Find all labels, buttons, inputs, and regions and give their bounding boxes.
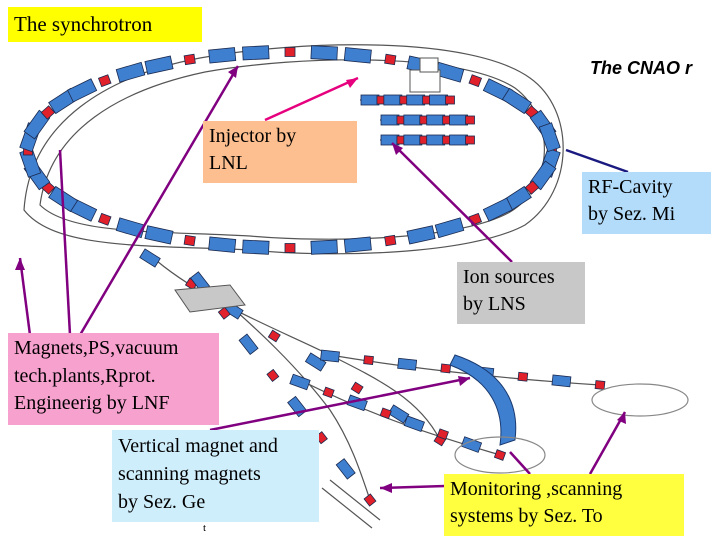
dipole-magnet bbox=[380, 114, 400, 126]
dipole-magnet bbox=[139, 248, 161, 268]
dipole-magnet bbox=[426, 114, 446, 126]
quadrupole-magnet bbox=[379, 407, 392, 420]
label-monitoring: Monitoring ,scanning systems by Sez. To bbox=[444, 474, 684, 536]
dipole-magnet bbox=[403, 134, 423, 146]
dipole-magnet bbox=[343, 47, 372, 64]
diagram-title: The synchrotron bbox=[8, 7, 202, 42]
dipole-magnet bbox=[383, 94, 403, 106]
dipole-magnet bbox=[449, 134, 468, 146]
arrow-magnets-2 bbox=[18, 257, 32, 336]
dipole-magnet bbox=[501, 87, 532, 115]
quadrupole-magnet bbox=[465, 135, 475, 145]
quadrupole-magnet bbox=[594, 380, 606, 390]
arrow-magnets-1 bbox=[78, 65, 240, 336]
quadrupole-magnet bbox=[517, 371, 529, 382]
dipole-magnet bbox=[144, 55, 174, 75]
quadrupole-magnet bbox=[350, 381, 364, 395]
quadrupole-magnet bbox=[440, 363, 452, 374]
dipole-magnet bbox=[343, 236, 372, 253]
quadrupole-magnet bbox=[468, 74, 483, 88]
quadrupole-magnet bbox=[465, 115, 475, 125]
dipole-magnet bbox=[320, 349, 340, 363]
dipole-magnet bbox=[406, 225, 436, 245]
quadrupole-magnet bbox=[183, 234, 196, 247]
dipole-magnet bbox=[360, 94, 380, 106]
dipole-magnet bbox=[429, 94, 448, 106]
dipole-magnet bbox=[242, 239, 270, 255]
quadrupole-magnet bbox=[384, 234, 397, 247]
arrow-monitor-2 bbox=[509, 451, 531, 475]
dipole-magnet bbox=[426, 134, 446, 146]
footer-mark: t bbox=[203, 522, 207, 534]
dipole-magnet bbox=[208, 47, 237, 64]
arrow-ion bbox=[391, 142, 513, 263]
quadrupole-magnet bbox=[384, 53, 397, 66]
arrow-rf bbox=[565, 148, 629, 174]
dipole-magnet bbox=[67, 78, 98, 103]
dipole-magnet bbox=[304, 352, 327, 372]
magnet-segments bbox=[19, 45, 606, 507]
arrowheads bbox=[15, 66, 626, 493]
dipole-magnet bbox=[449, 114, 468, 126]
dipole-magnet bbox=[238, 333, 259, 356]
dipole-magnet bbox=[242, 45, 270, 61]
label-magnets: Magnets,PS,vacuum tech.plants,Rprot. Eng… bbox=[8, 333, 219, 425]
quadrupole-magnet bbox=[322, 386, 335, 399]
label-vertical-magnet: Vertical magnet and scanning magnets by … bbox=[112, 430, 319, 522]
dipole-magnet bbox=[310, 239, 338, 255]
dipole-magnet bbox=[406, 94, 426, 106]
dipole-magnet bbox=[482, 197, 513, 222]
dipole-magnet bbox=[346, 394, 368, 412]
dipole-magnet bbox=[289, 373, 311, 391]
pointer-arrows bbox=[18, 65, 629, 490]
dipole-magnet bbox=[403, 415, 425, 433]
dipole-magnet bbox=[115, 217, 146, 239]
beamline-structures bbox=[174, 57, 689, 474]
label-ion-sources: Ion sources by LNS bbox=[457, 262, 585, 324]
arrow-magnets-3 bbox=[58, 149, 72, 336]
dipole-magnet bbox=[144, 225, 174, 245]
quadrupole-magnet bbox=[266, 368, 280, 382]
quadrupole-magnet bbox=[284, 243, 296, 253]
arrow-monitor-3 bbox=[588, 411, 627, 475]
quadrupole-magnet bbox=[445, 95, 455, 105]
dipole-magnet bbox=[403, 114, 423, 126]
dipole-magnet bbox=[208, 236, 237, 253]
dipole-magnet bbox=[380, 134, 400, 146]
dipole-magnet bbox=[310, 45, 338, 61]
quadrupole-magnet bbox=[524, 180, 540, 195]
quadrupole-magnet bbox=[436, 428, 449, 440]
quadrupole-magnet bbox=[363, 493, 377, 507]
dipole-magnet bbox=[551, 374, 572, 388]
quadrupole-magnet bbox=[363, 355, 374, 366]
arrow-injector bbox=[264, 76, 359, 122]
quadrupole-magnet bbox=[183, 53, 196, 66]
quadrupole-magnet bbox=[97, 74, 112, 88]
dipole-magnet bbox=[460, 436, 483, 453]
dipole-magnet bbox=[538, 122, 561, 153]
quadrupole-magnet bbox=[97, 212, 112, 226]
label-injector: Injector by LNL bbox=[203, 121, 357, 183]
dipole-magnet bbox=[434, 217, 465, 239]
arrow-vertical bbox=[209, 376, 471, 432]
dipole-magnet bbox=[397, 357, 418, 371]
dipole-magnet bbox=[115, 61, 146, 83]
label-rf-cavity: RF-Cavity by Sez. Mi bbox=[582, 172, 711, 234]
header-text: The CNAO r bbox=[590, 58, 693, 78]
quadrupole-magnet bbox=[284, 47, 296, 57]
quadrupole-magnet bbox=[40, 105, 56, 120]
quadrupole-magnet bbox=[217, 306, 231, 320]
dipole-magnet bbox=[335, 458, 356, 480]
quadrupole-magnet bbox=[267, 329, 281, 343]
quadrupole-magnet bbox=[493, 449, 507, 461]
